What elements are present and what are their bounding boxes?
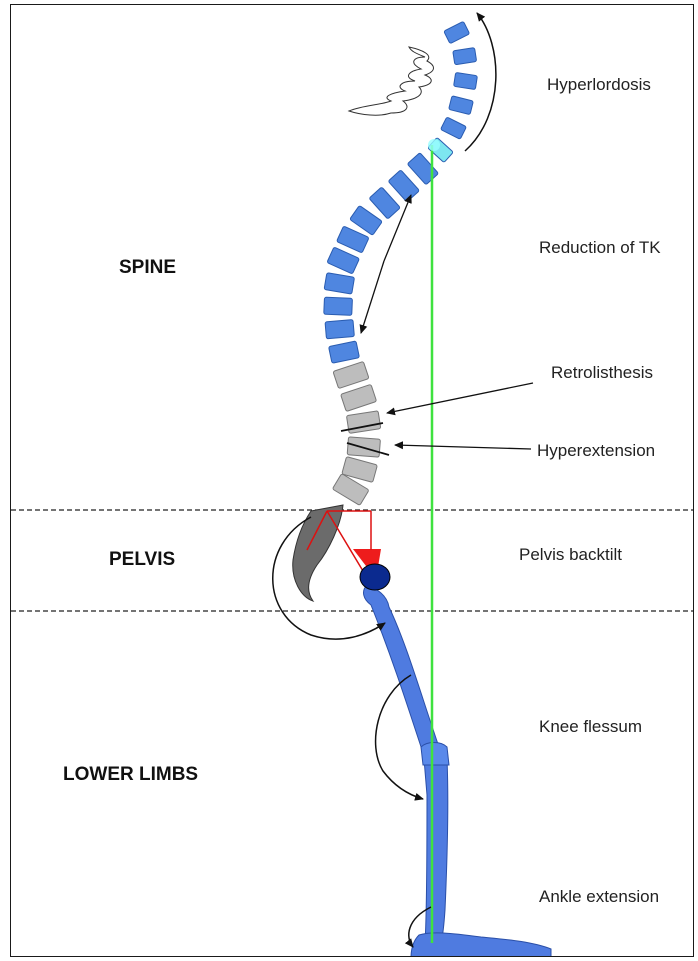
region-label-lower-limbs: LOWER LIMBS [63,764,198,786]
lumbar-vertebra [333,361,369,388]
cervical-vertebra [441,117,467,139]
retrolisthesis-arrow [387,383,533,413]
diagram-frame: SPINE PELVIS LOWER LIMBS Hyperlordosis R… [10,4,694,957]
thoracic-vertebra [388,170,419,202]
region-label-spine: SPINE [119,257,176,279]
cervical-vertebra [444,21,470,43]
label-knee-flessum: Knee flessum [539,717,642,737]
label-hyperextension: Hyperextension [537,441,655,461]
thoracic-vertebra [407,153,438,185]
label-hyperlordosis: Hyperlordosis [547,75,651,95]
thoracic-vertebra [325,320,354,339]
thoracic-vertebra [369,187,400,219]
skull-base-outline [349,47,434,115]
tk-reduction-arrow-b [361,261,384,333]
plumb-line-origin [428,139,440,151]
cervical-vertebra [454,72,478,89]
label-reduction-of-tk: Reduction of TK [539,238,661,258]
lumbar-vertebra [341,384,377,411]
label-pelvis-backtilt: Pelvis backtilt [519,545,622,565]
label-ankle-extension: Ankle extension [539,887,659,907]
thoracic-vertebra [329,341,360,363]
lumbar-vertebra [346,411,380,434]
hyperextension-arrow [395,445,531,449]
femoral-head [360,564,390,590]
pelvis-bone [293,505,343,601]
label-retrolisthesis: Retrolisthesis [551,363,653,383]
femur [364,585,439,765]
region-label-pelvis: PELVIS [109,549,175,571]
thoracic-vertebra [327,247,360,274]
cervical-vertebra [453,48,477,65]
thoracic-vertebra [324,297,353,315]
cervical-vertebra [449,96,474,115]
tibia [421,743,449,944]
sagittal-alignment-illustration [11,5,694,957]
thoracic-vertebra [324,273,354,294]
